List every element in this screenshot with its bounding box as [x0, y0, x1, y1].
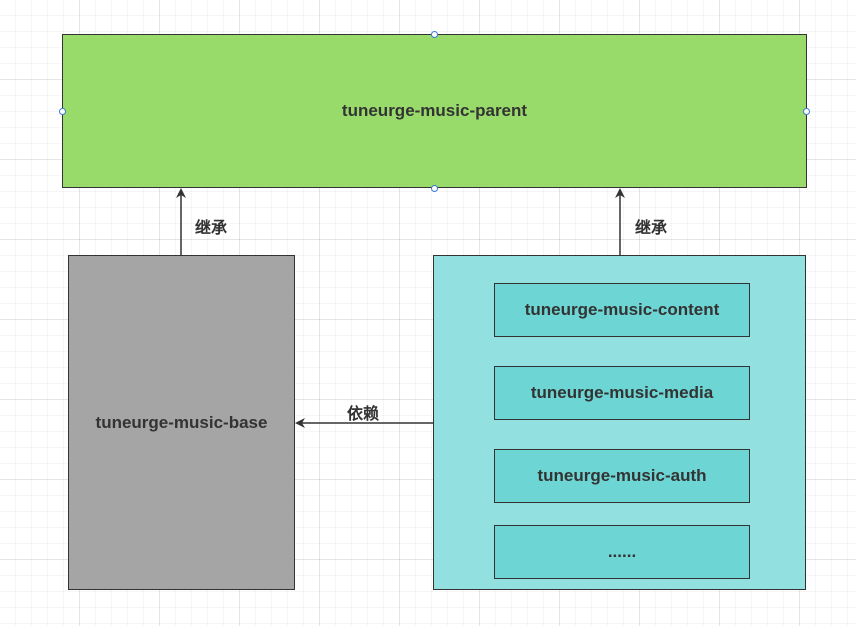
parent-module-label: tuneurge-music-parent — [341, 101, 528, 120]
module-label-auth: tuneurge-music-auth — [537, 466, 707, 485]
module-node-media[interactable]: tuneurge-music-media — [494, 366, 750, 420]
module-label-more: ...... — [607, 542, 637, 561]
module-node-content[interactable]: tuneurge-music-content — [494, 283, 750, 337]
selection-handle-top[interactable] — [430, 30, 438, 38]
selection-handle-bottom[interactable] — [430, 184, 438, 192]
inherit-label-right: 继承 — [635, 220, 668, 237]
selection-handle-left[interactable] — [58, 107, 66, 115]
module-label-media: tuneurge-music-media — [530, 383, 714, 402]
selection-handle-right[interactable] — [802, 107, 810, 115]
base-module-node[interactable]: tuneurge-music-base — [68, 255, 295, 590]
base-module-label: tuneurge-music-base — [95, 412, 268, 432]
depend-label: 依赖 — [347, 406, 380, 423]
module-node-more[interactable]: ...... — [494, 525, 750, 579]
parent-module-node[interactable]: tuneurge-music-parent — [62, 34, 807, 188]
module-node-auth[interactable]: tuneurge-music-auth — [494, 449, 750, 503]
module-label-content: tuneurge-music-content — [524, 300, 720, 319]
inherit-label-left: 继承 — [195, 220, 228, 237]
